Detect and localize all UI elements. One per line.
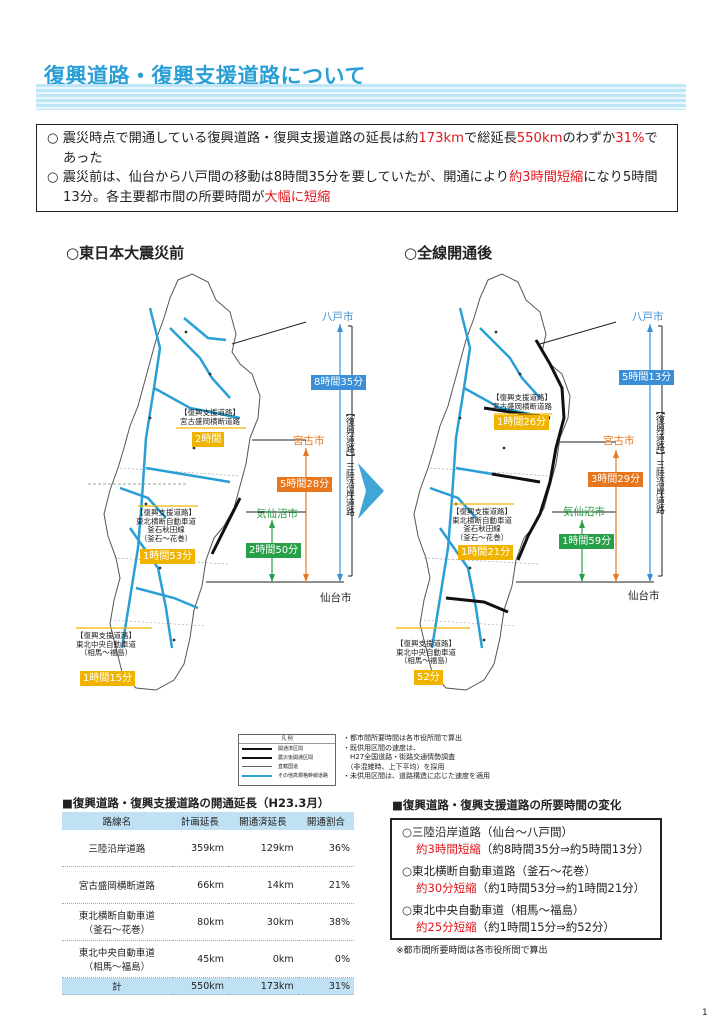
- table-header: 開通済延長: [228, 812, 298, 830]
- summary-line-1: ○ 震災時点で開通している復興道路・復興支援道路の延長は約173kmで総延長55…: [47, 131, 658, 166]
- before-miyako-road-label: 【復興支援道路】 宮古盛岡横断道路: [180, 408, 240, 426]
- after-time-miyako: 3時間29分: [588, 472, 644, 487]
- after-sanriku-bracket-label: 【復興道路】三陸沿岸道路: [654, 406, 664, 514]
- after-time-kamaishi: 1時間21分: [458, 545, 514, 560]
- legend-item: その他高規格幹線道路: [239, 771, 335, 780]
- time-change-route: ○三陸沿岸道路（仙台～八戸間）: [402, 825, 574, 839]
- before-map-graphic: [103, 273, 261, 691]
- legend-swatch-opened: [242, 747, 272, 750]
- table-row: 宮古盛岡横断道路 66km 14km 21%: [62, 866, 354, 904]
- after-miyako-road-label: 【復興支援道路】 宮古盛岡横断道路: [492, 393, 552, 411]
- time-change-box: ○三陸沿岸道路（仙台～八戸間） 約3時間短縮（約8時間35分⇒約5時間13分） …: [390, 818, 662, 940]
- table-header: 開通割合: [297, 812, 354, 830]
- after-hachinohe-label: 八戸市: [632, 311, 664, 323]
- title-band: [36, 84, 686, 110]
- before-map: [90, 268, 360, 708]
- extension-table-title: ■復興道路・復興支援道路の開通延長（H23.3月）: [62, 796, 330, 810]
- time-change-detail: 約25分短縮（約1時間15分⇒約52分）: [416, 919, 615, 934]
- after-map-graphic: [413, 273, 571, 691]
- extension-table: 路線名 計画延長 開通済延長 開通割合 三陸沿岸道路 359km 129km 3…: [62, 812, 354, 995]
- time-change-detail: 約3時間短縮（約8時間35分⇒約5時間13分）: [416, 841, 650, 856]
- transition-arrow-icon: [358, 463, 384, 519]
- map-legend: 凡 例 開通済区間 震災後開通区間 直轄国道 その他高規格幹線道路: [238, 734, 336, 786]
- legend-item: 直轄国道: [239, 762, 335, 771]
- before-hachinohe-label: 八戸市: [322, 311, 354, 323]
- after-time-total: 5時間13分: [619, 370, 675, 385]
- before-time-kamaishi: 1時間53分: [140, 549, 196, 564]
- legend-title: 凡 例: [239, 735, 335, 744]
- time-change-detail: 約30分短縮（約1時間53分⇒約1時間21分）: [416, 880, 646, 895]
- table-row: 東北横断自動車道 （釜石～花巻） 80km 30km 38%: [62, 903, 354, 941]
- summary-box: ○ 震災時点で開通している復興道路・復興支援道路の延長は約173kmで総延長55…: [36, 124, 678, 212]
- before-sanriku-bracket-label: 【復興道路】三陸沿岸道路: [344, 408, 354, 516]
- after-map: [400, 268, 670, 708]
- before-time-total: 8時間35分: [311, 375, 367, 390]
- before-time-kesennuma: 2時間50分: [246, 543, 302, 558]
- after-time-kesennuma: 1時間59分: [559, 534, 615, 549]
- table-row: 東北中央自動車道 （相馬～福島） 45km 0km 0%: [62, 940, 354, 978]
- after-soma-label: 【復興支援道路】 東北中央自動車道 （相馬～福島）: [396, 639, 456, 665]
- legend-item: 開通済区間: [239, 744, 335, 753]
- before-time-soma: 1時間15分: [80, 671, 136, 686]
- after-kesennuma-label: 気仙沼市: [563, 506, 605, 518]
- page-number: 1: [702, 1008, 708, 1018]
- time-change-title: ■復興道路・復興支援道路の所要時間の変化: [392, 798, 622, 812]
- time-change-note: ※都市間所要時間は各市役所間で算出: [396, 946, 548, 956]
- summary-line-2: ○ 震災前は、仙台から八戸間の移動は8時間35分を要していたが、開通により約3時…: [47, 170, 658, 205]
- after-miyako-label: 宮古市: [603, 435, 635, 447]
- table-header-row: 路線名 計画延長 開通済延長 開通割合: [62, 812, 354, 830]
- table-header: 計画延長: [171, 812, 229, 830]
- legend-item: 震災後開通区間: [239, 753, 335, 762]
- before-time-miyako: 5時間28分: [277, 477, 333, 492]
- before-map-label: ○東日本大震災前: [66, 244, 185, 262]
- table-row: 三陸沿岸道路 359km 129km 36%: [62, 830, 354, 867]
- after-time-soma: 52分: [414, 670, 443, 685]
- legend-swatch-other: [242, 774, 272, 777]
- table-header: 路線名: [62, 812, 172, 830]
- after-sendai-label: 仙台市: [628, 590, 660, 602]
- after-kamaishi-label: 【復興支援道路】 東北横断自動車道 釜石秋田線 （釜石～花巻）: [452, 507, 512, 542]
- legend-swatch-post-quake: [242, 756, 272, 759]
- before-sendai-label: 仙台市: [320, 592, 352, 604]
- after-map-label: ○全線開通後: [404, 244, 493, 262]
- before-kamaishi-label: 【復興支援道路】 東北横断自動車道 釜石秋田線 （釜石～花巻）: [136, 508, 196, 543]
- before-time-miyako-road: 2時間: [192, 432, 225, 447]
- table-total-row: 計 550km 173km 31%: [62, 977, 354, 995]
- before-miyako-label: 宮古市: [293, 435, 325, 447]
- time-change-route: ○東北横断自動車道路（釜石～花巻）: [402, 864, 597, 878]
- legend-swatch-national: [242, 766, 272, 767]
- time-change-route: ○東北中央自動車道（相馬～福島）: [402, 903, 585, 917]
- map-notes: ・都市間所要時間は各市役所間で算出 ・既供用区間の速度は、 H27全国道路・街路…: [343, 734, 490, 780]
- after-time-miyako-road: 1時間26分: [494, 415, 550, 430]
- before-soma-label: 【復興支援道路】 東北中央自動車道 （相馬～福島）: [76, 631, 136, 657]
- before-kesennuma-label: 気仙沼市: [256, 508, 298, 520]
